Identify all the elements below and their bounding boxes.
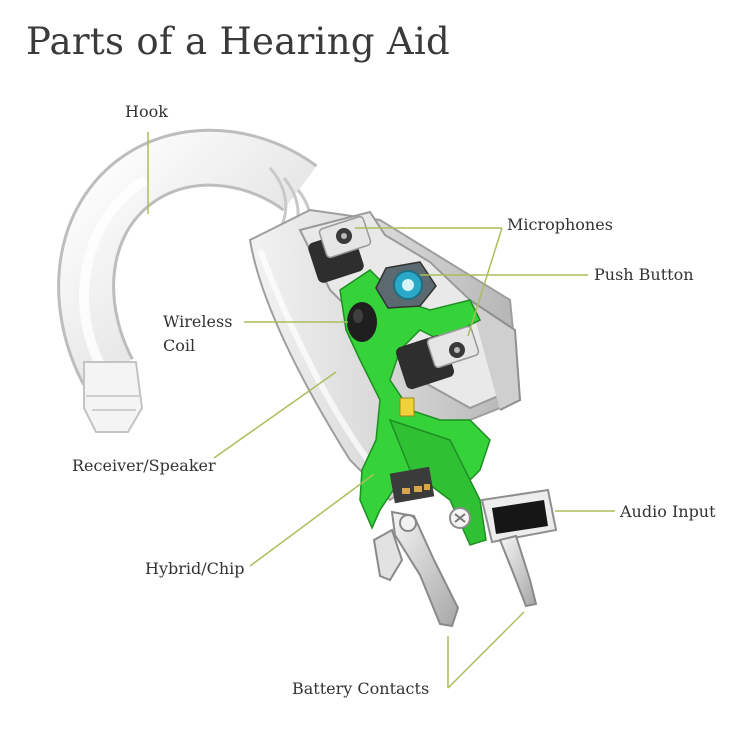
hybrid-chip-part	[389, 397, 435, 504]
microphone-2	[395, 325, 480, 390]
push-button-part	[375, 261, 437, 309]
battery-contacts-leader-right	[447, 611, 525, 689]
diagram-title: Parts of a Hearing Aid	[26, 20, 451, 63]
audio-input-part	[449, 488, 558, 544]
label-hybrid-chip: Hybrid/Chip	[145, 559, 245, 578]
label-receiver-speaker: Receiver/Speaker	[72, 456, 216, 475]
wireless-coil-part	[347, 302, 377, 342]
hook-part	[57, 128, 318, 433]
microphone-leader-bottom	[467, 227, 503, 337]
microphone-1	[308, 215, 372, 283]
label-hook: Hook	[125, 102, 168, 121]
label-audio-input: Audio Input	[620, 502, 716, 521]
label-wireless-coil-line1: Wireless	[163, 312, 233, 331]
label-microphones: Microphones	[507, 215, 613, 234]
label-push-button: Push Button	[594, 265, 694, 284]
receiver-speaker-leader	[213, 371, 337, 459]
label-wireless-coil-line2: Coil	[163, 336, 196, 355]
label-battery-contacts: Battery Contacts	[292, 679, 430, 698]
leader-lines	[147, 132, 615, 689]
battery-contacts-part	[372, 510, 538, 628]
hybrid-chip-leader	[249, 473, 375, 567]
